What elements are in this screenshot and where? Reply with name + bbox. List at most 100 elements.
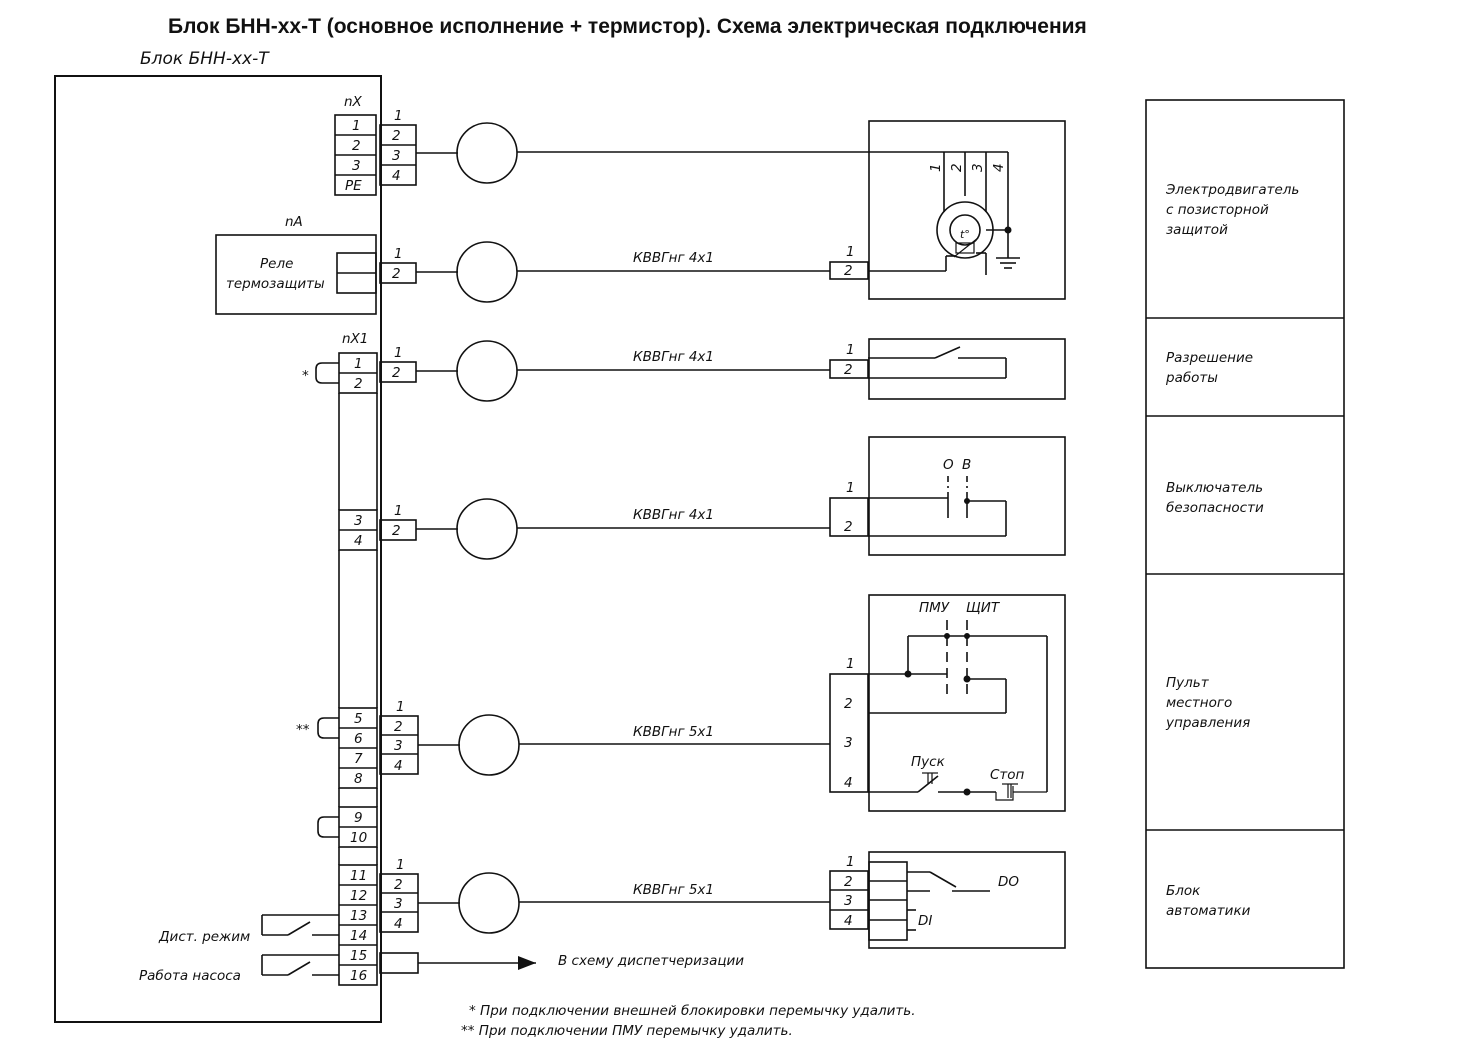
jumper: * [302,362,339,384]
pmu-device: 1 2 3 4 ПМУ ЩИТ Пуск Стоп [829,594,1066,812]
nx1-terminal: 13 [350,908,367,924]
nx-terminal-block: 1 2 3 PE [334,114,377,196]
svg-text:3: 3 [844,893,853,909]
svg-text:1: 1 [846,244,855,260]
svg-text:1: 1 [394,503,403,519]
jumper-mark: * [302,368,309,384]
connector-nx-label: nX [344,94,363,110]
cable-gland [458,714,520,776]
safety-device: 1 2 О В [829,436,1066,556]
svg-text:3: 3 [844,735,853,751]
svg-text:2: 2 [844,519,853,535]
svg-text:1: 1 [394,246,403,262]
enable-plug: 1 2 [379,345,417,383]
jumper-mark: ** [296,722,310,738]
cable-label: КВВГнг 4х1 [633,349,714,365]
svg-text:2: 2 [844,263,853,279]
svg-text:1: 1 [846,342,855,358]
nx-terminal: PE [345,178,362,194]
relay-label: термозащиты [226,276,325,292]
svg-text:4: 4 [394,916,403,932]
device-label-pmu: Пульт [1166,675,1210,691]
connector-na-label: nA [285,214,303,230]
device-label-automation: Блок [1166,883,1201,899]
cable-label: КВВГнг 5х1 [633,724,714,740]
remote-mode-label: Дист. режим [158,929,250,945]
nx1-terminal: 15 [350,948,367,964]
pump-work-switch: Работа насоса [139,954,339,984]
svg-text:2: 2 [392,128,401,144]
nx-terminal: 3 [352,158,361,174]
cable-label: КВВГнг 4х1 [633,250,714,266]
dispatch-connection: В схему диспетчеризации [379,952,744,974]
nx1-terminal: 2 [354,376,363,392]
thermistor-label: t° [960,228,970,241]
switch-pos-v: В [962,457,971,473]
nx1-terminal-block: 1 2 3 4 5 6 7 8 9 10 11 12 13 14 15 16 [338,352,378,986]
svg-text:2: 2 [394,877,403,893]
nx1-terminal: 12 [350,888,367,904]
relay-label: Реле [260,256,293,272]
device-label-enable: работы [1165,370,1218,386]
svg-text:4: 4 [394,758,403,774]
svg-text:1: 1 [846,480,855,496]
svg-text:2: 2 [844,874,853,890]
button-stop-label: Стоп [990,767,1025,783]
cable-gland [456,241,518,303]
nx-terminal: 2 [352,138,361,154]
cable-gland [456,340,518,402]
nx1-terminal: 7 [354,751,363,767]
dispatch-label: В схему диспетчеризации [558,953,744,969]
main-block [54,75,382,1023]
nx1-terminal: 16 [350,968,367,984]
switch-pos-pmu: ПМУ [919,600,950,616]
jumper [317,816,339,838]
svg-text:1: 1 [928,163,944,172]
device-label-safety: Выключатель [1166,480,1263,496]
device-label-pmu: местного [1166,695,1232,711]
nx1-terminal: 1 [354,356,363,372]
device-label-motor: Электродвигатель [1165,182,1299,198]
nx1-terminal: 4 [354,533,363,549]
svg-text:4: 4 [991,163,1007,172]
nx-terminal: 1 [352,118,361,134]
nx-plug: 1 2 3 4 [379,108,417,186]
relay-box [215,234,377,315]
svg-text:4: 4 [844,775,853,791]
device-label-motor: защитой [1166,222,1228,238]
svg-text:3: 3 [394,738,403,754]
pump-work-label: Работа насоса [139,968,241,984]
cable-label: КВВГнг 4х1 [633,507,714,523]
button-pusk-label: Пуск [911,754,946,770]
svg-text:2: 2 [392,266,401,282]
relay-plug: 1 2 [379,246,417,284]
device-label-safety: безопасности [1166,500,1264,516]
input-di-label: DI [918,913,932,929]
footnote: * При подключении внешней блокировки пер… [469,1003,916,1019]
svg-text:1: 1 [394,108,403,124]
safety-plug: 1 2 [379,503,417,541]
cable-gland [458,872,520,934]
page-title: Блок БНН-хх-Т (основное исполнение + тер… [168,15,1087,38]
switch-pos-shchit: ЩИТ [966,600,1001,616]
svg-text:4: 4 [392,168,401,184]
cable-label: КВВГнг 5х1 [633,882,714,898]
nx1-terminal: 6 [354,731,363,747]
nx1-terminal: 3 [354,513,363,529]
nx1-terminal: 9 [354,810,363,826]
svg-text:1: 1 [396,857,405,873]
nx1-terminal: 8 [354,771,363,787]
footnote: ** При подключении ПМУ перемычку удалить… [461,1023,793,1039]
svg-text:3: 3 [392,148,401,164]
svg-text:2: 2 [394,719,403,735]
device-label-motor: с позисторной [1166,202,1269,218]
svg-text:3: 3 [970,163,986,172]
output-do-label: DO [998,874,1019,890]
nx1-terminal: 10 [350,830,367,846]
svg-text:2: 2 [844,696,853,712]
svg-text:2: 2 [392,365,401,381]
svg-text:2: 2 [844,362,853,378]
device-label-pmu: управления [1165,715,1250,731]
svg-text:1: 1 [846,656,855,672]
